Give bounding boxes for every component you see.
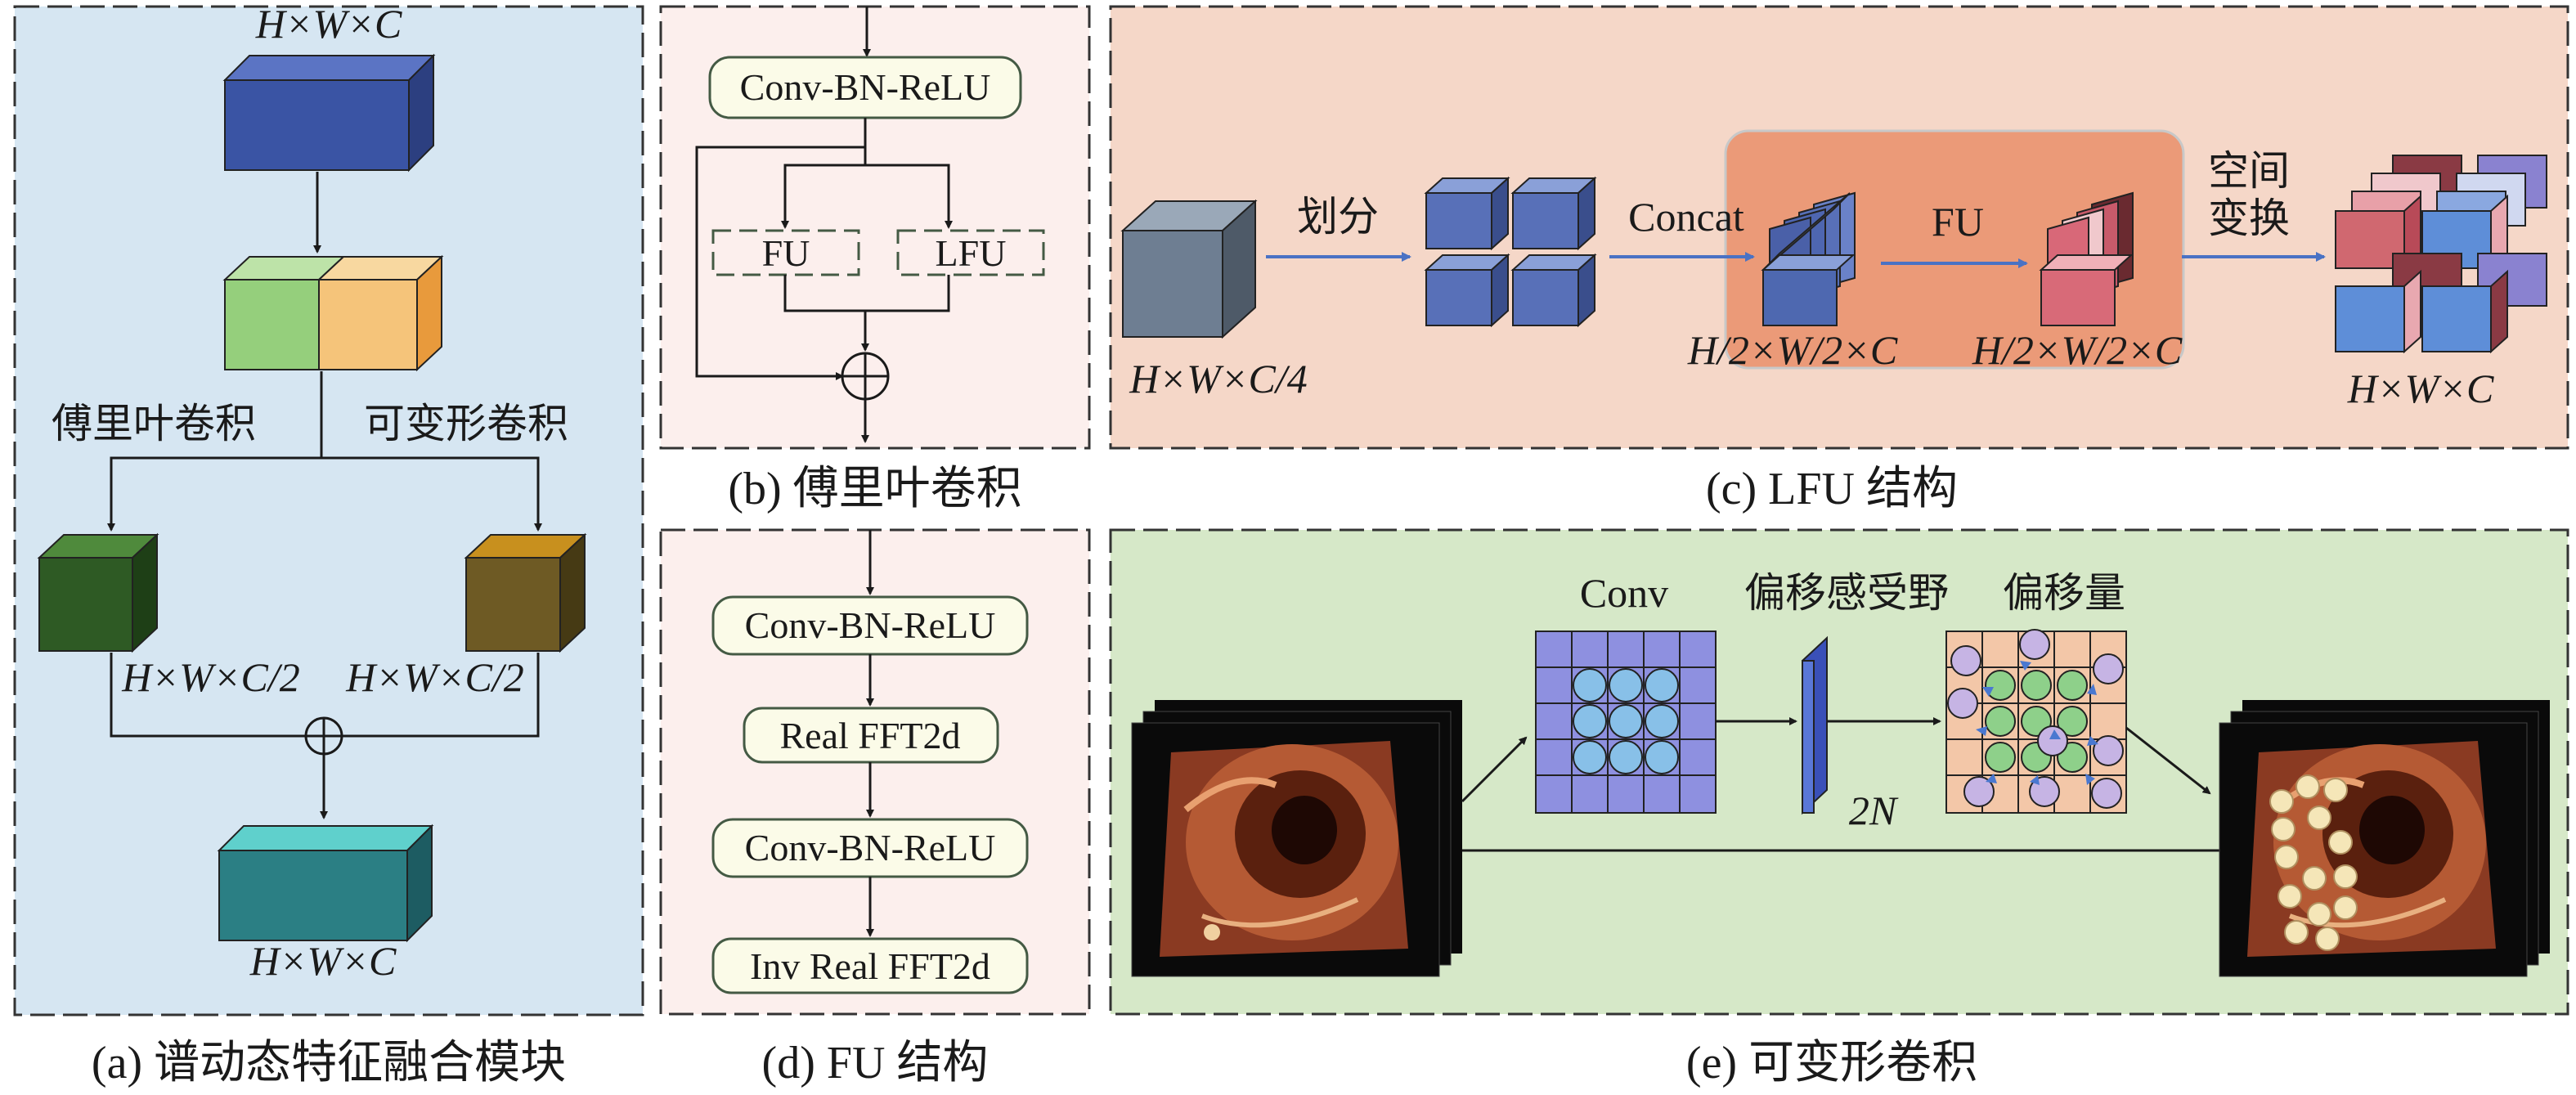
c-mid-dims-2: H/2×W/2×C (1972, 327, 2183, 373)
c-output-dims: H×W×C (2347, 366, 2494, 411)
branch-left-label: 傅里叶卷积 (52, 401, 256, 447)
panel-c: H×W×C/4 划分 Concat H/2×W/2×C FU (1109, 5, 2569, 450)
c-fu-stack (2039, 191, 2134, 326)
d-block-4-label: Inv Real FFT2d (750, 945, 990, 987)
panel-b: Conv-BN-ReLU FU LFU (659, 5, 1091, 450)
c-concat-label: Concat (1628, 194, 1744, 240)
input-cube (222, 53, 436, 173)
e-offset-field (1802, 635, 1828, 815)
c-split-cubes (1424, 176, 1597, 328)
c-transform-label-1: 空间 (2208, 148, 2290, 194)
c-split-label: 划分 (1297, 194, 1379, 240)
c-fu-label: FU (1932, 199, 1984, 245)
b-fu-label: FU (762, 232, 810, 274)
panel-d: Conv-BN-ReLU Real FFT2d Conv-BN-ReLU Inv… (659, 528, 1091, 1016)
d-block-1-label: Conv-BN-ReLU (745, 604, 996, 646)
e-conv-label: Conv (1580, 570, 1668, 616)
panel-a: H×W×C 傅里叶卷积 可变形卷积 (13, 1, 644, 1016)
right-branch-dims: H×W×C/2 (345, 654, 523, 700)
d-block-2-label: Real FFT2d (779, 715, 960, 756)
b-lfu-block (896, 229, 1045, 276)
panel-a-input-dims: H×W×C (255, 1, 402, 47)
caption-b: (b) 傅里叶卷积 (728, 464, 1021, 514)
c-input-cube (1120, 199, 1258, 339)
e-output-image (2219, 700, 2550, 977)
c-mid-dims-1: H/2×W/2×C (1687, 327, 1898, 373)
d-block-4 (711, 937, 1029, 994)
split-cube (222, 254, 444, 372)
sum-node-a (304, 716, 343, 756)
caption-e: (e) 可变形卷积 (1686, 1038, 1977, 1088)
e-conv-grid (1535, 631, 1717, 814)
output-cube (217, 823, 434, 943)
c-input-dims: H×W×C/4 (1129, 356, 1307, 402)
left-branch-dims: H×W×C/2 (121, 654, 299, 700)
caption-a: (a) 谱动态特征融合模块 (92, 1038, 566, 1088)
branch-right-label: 可变形卷积 (364, 401, 568, 447)
caption-c: (c) LFU 结构 (1706, 464, 1958, 514)
b-conv-block-label: Conv-BN-ReLU (740, 66, 991, 108)
c-output-cube (2335, 155, 2547, 354)
d-block-3-label: Conv-BN-ReLU (745, 827, 996, 868)
sum-node-b (841, 352, 890, 401)
caption-d: (d) FU 结构 (762, 1038, 989, 1088)
panel-a-output-dims: H×W×C (249, 938, 397, 984)
e-offsets-label: 偏移量 (2003, 570, 2125, 616)
right-branch-cube (464, 532, 587, 653)
b-lfu-label: LFU (936, 232, 1007, 274)
c-transform-label-2: 变换 (2208, 195, 2290, 241)
e-offset-field-label: 偏移感受野 (1744, 570, 1949, 616)
c-concat-stack (1761, 191, 1856, 326)
left-branch-cube (37, 532, 159, 653)
e-offset-grid (1945, 629, 2127, 814)
e-channels-label: 2N (1849, 788, 1899, 833)
e-input-image (1131, 700, 1462, 977)
panel-e: Conv 偏移感受野 2N (1109, 528, 2569, 1016)
